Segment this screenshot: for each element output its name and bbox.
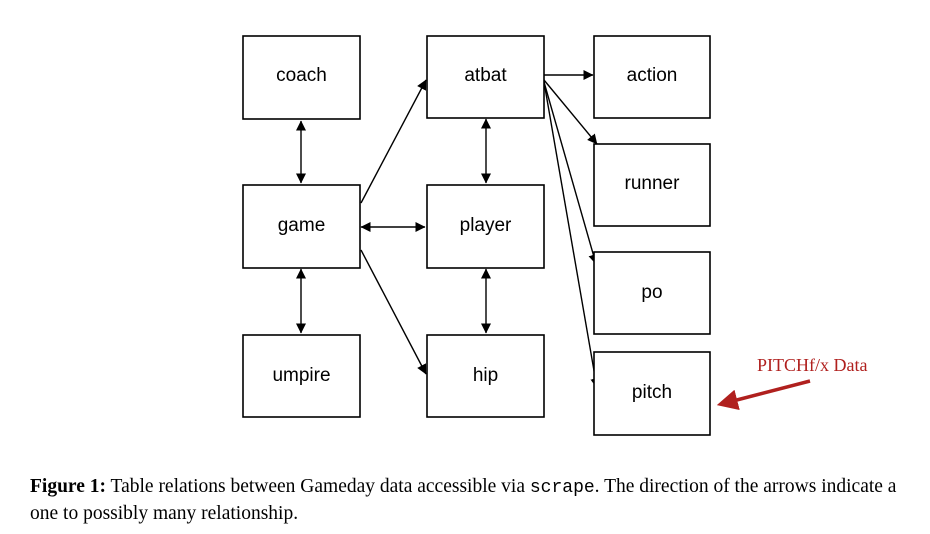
node-coach-label: coach <box>276 65 327 86</box>
edge-atbat-po <box>543 81 599 265</box>
pitchfx-annotation-label: PITCHf/x Data <box>757 355 867 375</box>
node-pitch: pitch <box>593 351 711 436</box>
node-hip: hip <box>426 334 545 418</box>
node-runner-label: runner <box>625 173 681 194</box>
caption-text-before: Table relations between Gameday data acc… <box>106 476 530 497</box>
caption-code: scrape <box>529 478 595 498</box>
figure-caption: Figure 1: Table relations between Gameda… <box>30 474 920 526</box>
node-player-label: player <box>460 215 512 236</box>
node-hip-label: hip <box>473 365 498 386</box>
node-player: player <box>426 184 545 269</box>
node-po-label: po <box>641 282 662 303</box>
edge-atbat-runner <box>543 79 598 145</box>
node-umpire-label: umpire <box>272 365 330 386</box>
caption-text-after: . The direction of the arrows indicate a… <box>30 476 897 524</box>
edge-game-hip <box>360 249 427 375</box>
pitchfx-annotation-arrow <box>716 379 811 411</box>
node-runner: runner <box>593 143 711 227</box>
edge-game-atbat <box>360 79 427 204</box>
node-pitch-label: pitch <box>632 382 672 403</box>
node-atbat: atbat <box>426 35 545 119</box>
table-relations-diagram: coach atbat action runner game player po <box>242 35 867 436</box>
node-action: action <box>593 35 711 119</box>
node-atbat-label: atbat <box>464 65 507 86</box>
caption-label: Figure 1: <box>30 476 107 497</box>
node-po: po <box>593 251 711 335</box>
node-game: game <box>242 184 361 269</box>
edge-atbat-pitch <box>543 81 601 389</box>
node-coach: coach <box>242 35 361 120</box>
node-action-label: action <box>627 65 678 86</box>
node-game-label: game <box>278 215 326 236</box>
node-umpire: umpire <box>242 334 361 418</box>
